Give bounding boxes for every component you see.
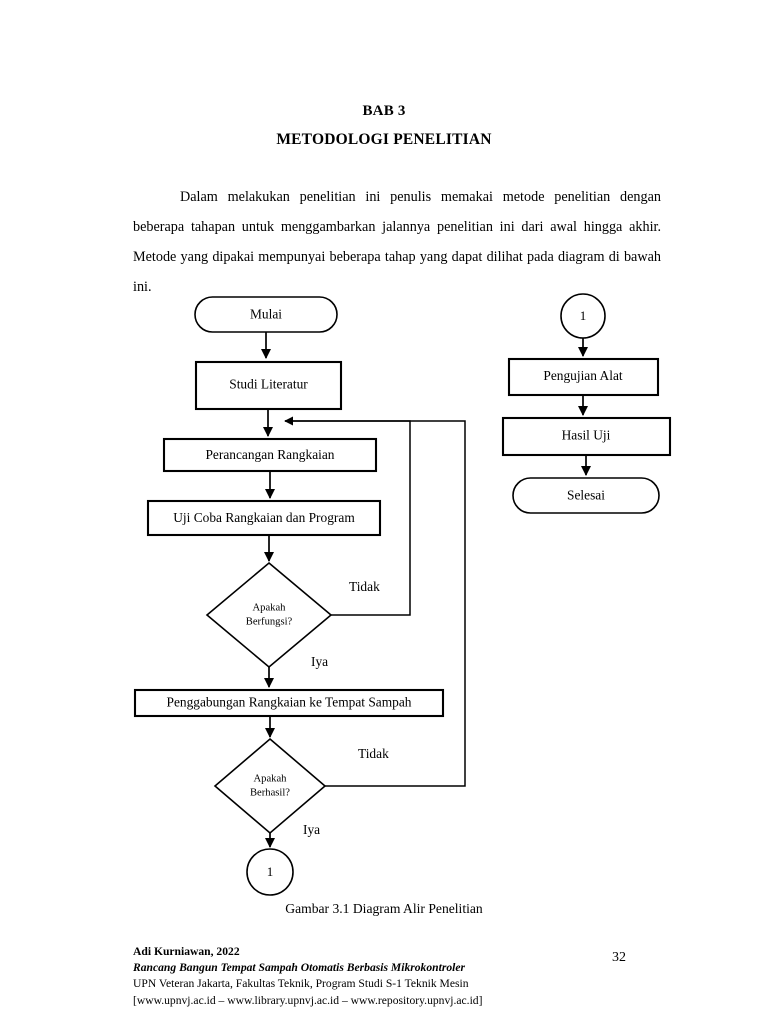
flow-decision-apakah-berfungsi-line2: Berfungsi?: [246, 616, 293, 627]
flow-node-selesai: Selesai: [512, 477, 660, 514]
flow-node-uji-coba-label: Uji Coba Rangkaian dan Program: [173, 510, 355, 525]
page-number: 32: [612, 950, 626, 965]
flow-node-studi-literatur-label: Studi Literatur: [229, 377, 308, 392]
flow-node-penggabungan-label: Penggabungan Rangkaian ke Tempat Sampah: [167, 695, 412, 710]
flow-decision-apakah-berfungsi-line1: Apakah: [253, 602, 287, 613]
flow-node-mulai: Mulai: [194, 296, 338, 333]
page-footer: Adi Kurniawan, 2022 Rancang Bangun Tempa…: [133, 944, 603, 1009]
flow-edge-label-decision1-iya: Iya: [311, 654, 328, 669]
figure-caption: Gambar 3.1 Diagram Alir Penelitian: [285, 901, 483, 916]
flow-node-hasil-uji: Hasil Uji: [501, 416, 672, 457]
flow-edge-label-decision1-tidak: Tidak: [349, 579, 380, 594]
flow-node-perancangan-rangkaian: Perancangan Rangkaian: [162, 437, 378, 473]
chapter-label: BAB 3: [362, 103, 406, 119]
flow-node-perancangan-rangkaian-label: Perancangan Rangkaian: [205, 447, 334, 462]
footer-institution: UPN Veteran Jakarta, Fakultas Teknik, Pr…: [133, 977, 469, 991]
flow-decision-apakah-berhasil-line2: Berhasil?: [250, 787, 290, 798]
flow-node-selesai-label: Selesai: [567, 488, 605, 503]
flow-node-uji-coba: Uji Coba Rangkaian dan Program: [146, 499, 382, 537]
page-title: METODOLOGI PENELITIAN: [276, 131, 492, 148]
flow-node-pengujian-alat-label: Pengujian Alat: [543, 368, 622, 383]
flow-connector-bottom-label: 1: [267, 864, 274, 879]
footer-links: [www.upnvj.ac.id – www.library.upnvj.ac.…: [133, 993, 483, 1007]
footer-thesis-title: Rancang Bangun Tempat Sampah Otomatis Be…: [133, 961, 466, 975]
intro-paragraph: Dalam melakukan penelitian ini penulis m…: [133, 189, 661, 295]
flow-connector-bottom: 1: [246, 848, 294, 896]
flow-decision-apakah-berhasil: Apakah Berhasil?: [213, 737, 327, 835]
flow-node-mulai-label: Mulai: [250, 307, 282, 322]
flow-decision-apakah-berhasil-line1: Apakah: [254, 773, 288, 784]
flow-edge-decision1-tidak: [284, 416, 411, 616]
flow-edge-label-decision2-iya: Iya: [303, 822, 320, 837]
footer-author: Adi Kurniawan, 2022: [133, 945, 240, 958]
flow-edge-decision2-tidak: [285, 420, 466, 787]
flow-edge-label-decision2-tidak: Tidak: [358, 746, 389, 761]
flow-connector-top-label: 1: [580, 308, 587, 323]
flow-node-pengujian-alat: Pengujian Alat: [507, 357, 660, 397]
flow-decision-apakah-berfungsi: Apakah Berfungsi?: [205, 561, 333, 669]
flow-node-studi-literatur: Studi Literatur: [194, 360, 343, 411]
flow-node-hasil-uji-label: Hasil Uji: [562, 428, 611, 443]
flow-node-penggabungan: Penggabungan Rangkaian ke Tempat Sampah: [133, 688, 445, 718]
